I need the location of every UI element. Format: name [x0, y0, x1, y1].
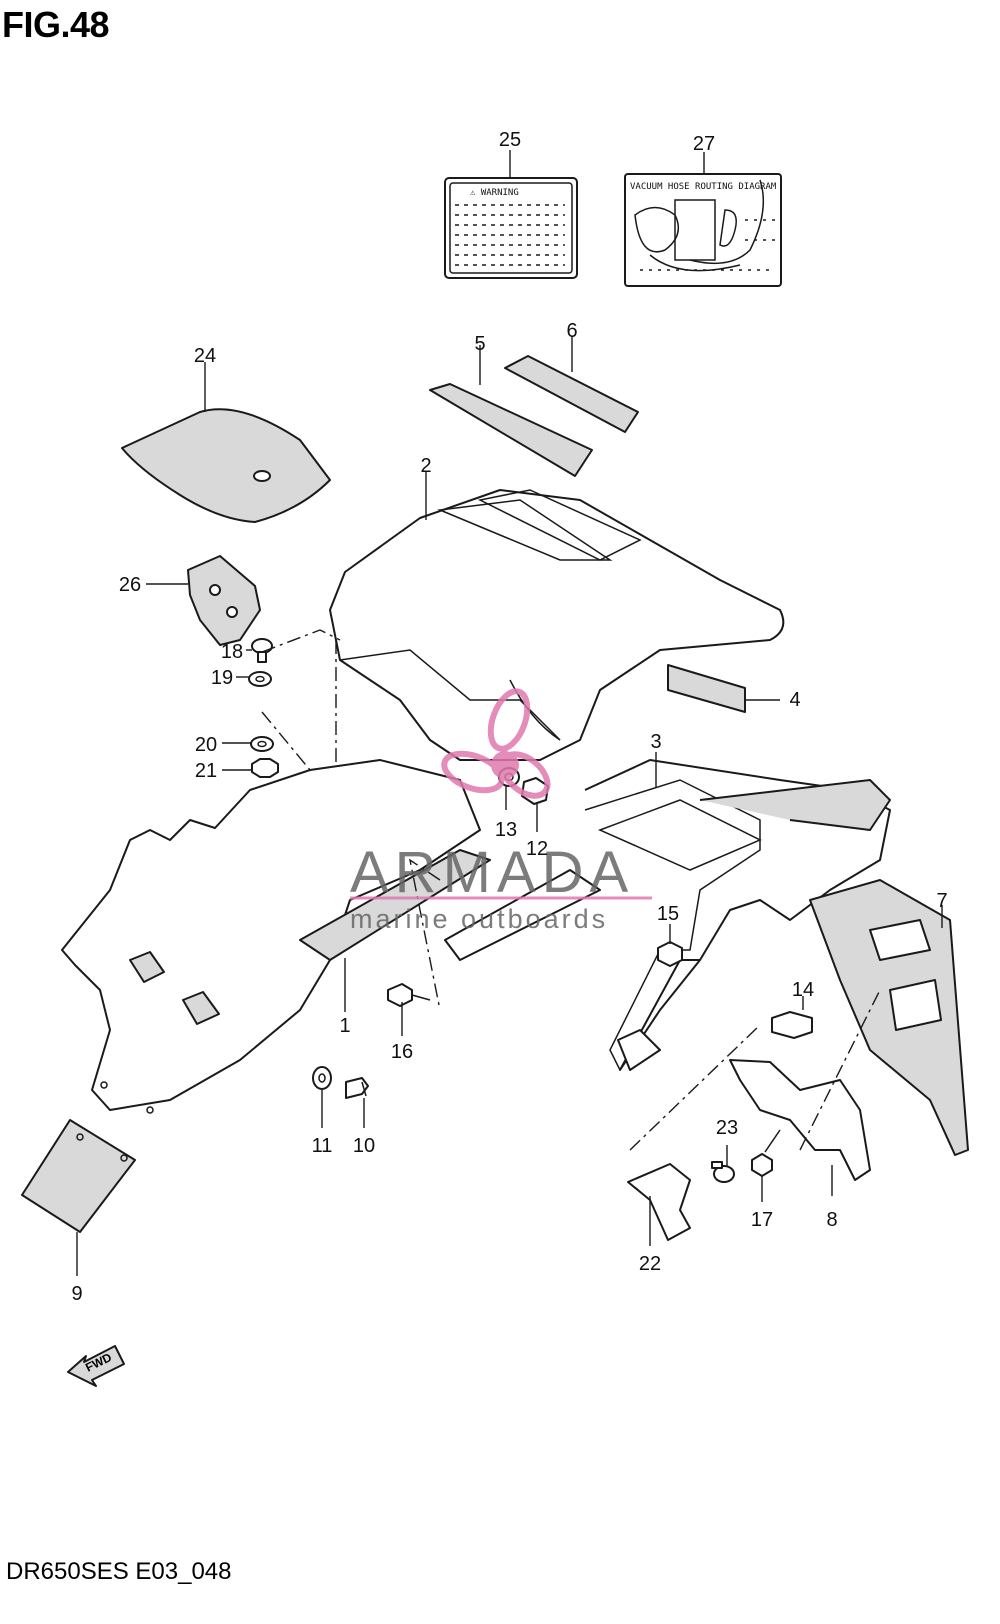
callout-14: 14: [792, 979, 814, 1001]
callout-5: 5: [474, 333, 485, 355]
callout-11: 11: [312, 1135, 333, 1157]
callout-6: 6: [566, 320, 577, 342]
bolt-17-part[interactable]: [751, 1129, 781, 1177]
screw-23-part[interactable]: [711, 1161, 735, 1183]
fwd-arrow-icon: FWD: [67, 1345, 125, 1387]
figure-title: FIG.48: [2, 4, 110, 45]
watermark-subtitle: marine outboards: [350, 904, 608, 934]
bolt-16-part[interactable]: [387, 983, 431, 1007]
callout-17: 17: [751, 1209, 773, 1231]
rear-fender-part[interactable]: [61, 759, 491, 1114]
callout-15: 15: [657, 903, 679, 925]
strip-5-part[interactable]: [429, 383, 593, 477]
callout-19: 19: [211, 667, 233, 689]
callout-9: 9: [71, 1283, 82, 1305]
nut-15-part[interactable]: [657, 941, 683, 967]
rear-carrier-part[interactable]: [444, 759, 891, 1071]
vacuum-hose-label-part[interactable]: VACUUM HOSE ROUTING DIAGRAM: [624, 173, 782, 287]
vacuum-label-text: VACUUM HOSE ROUTING DIAGRAM: [630, 182, 777, 192]
rear-cover-part[interactable]: [329, 489, 785, 761]
callout-16: 16: [391, 1041, 413, 1063]
callout-3: 3: [650, 731, 661, 753]
callout-7: 7: [936, 890, 947, 912]
callout-26: 26: [119, 574, 141, 596]
callout-21: 21: [195, 760, 217, 782]
screw-18-part[interactable]: [251, 638, 273, 663]
callout-labels: 1 2 3 4 5 6 7 8 9 10 11 12 13 14 15 16 1…: [71, 129, 947, 1305]
callout-12: 12: [526, 838, 548, 860]
figure-code: DR650SES E03_048: [6, 1558, 232, 1585]
callout-2: 2: [420, 455, 431, 477]
callout-23: 23: [716, 1117, 738, 1139]
washer-20-part[interactable]: [250, 736, 274, 752]
plate-bracket-7-part[interactable]: [809, 879, 969, 1156]
callout-1: 1: [339, 1015, 350, 1037]
callout-27: 27: [693, 133, 715, 155]
bar-4-part[interactable]: [667, 664, 746, 713]
warning-label-part[interactable]: ⚠ WARNING: [444, 177, 578, 279]
bracket-26-part[interactable]: [187, 555, 261, 646]
callout-18: 18: [221, 641, 243, 663]
strip-6-part[interactable]: [504, 355, 639, 433]
watermark: ARMADA marine outboards: [350, 688, 652, 934]
warning-label-text: ⚠ WARNING: [470, 188, 519, 198]
callout-22: 22: [639, 1253, 661, 1275]
callout-4: 4: [789, 689, 800, 711]
callout-13: 13: [495, 819, 517, 841]
propeller-logo-icon: [441, 688, 551, 799]
callout-24: 24: [194, 345, 216, 367]
bolt-14-part[interactable]: [771, 1011, 813, 1039]
washer-19-part[interactable]: [248, 671, 272, 687]
callout-10: 10: [353, 1135, 375, 1157]
callout-8: 8: [826, 1209, 837, 1231]
callout-20: 20: [195, 734, 217, 756]
watermark-title: ARMADA: [350, 840, 634, 905]
bolt-10-part[interactable]: [345, 1077, 369, 1099]
bracket-8-part[interactable]: [729, 1059, 871, 1181]
clamp-22-part[interactable]: [627, 1163, 691, 1241]
mudflap-9-part[interactable]: [21, 1119, 136, 1233]
nut-21-part[interactable]: [251, 758, 279, 778]
seat-pad-part[interactable]: [121, 408, 331, 523]
nut-11-part[interactable]: [312, 1066, 332, 1090]
callout-25: 25: [499, 129, 521, 151]
